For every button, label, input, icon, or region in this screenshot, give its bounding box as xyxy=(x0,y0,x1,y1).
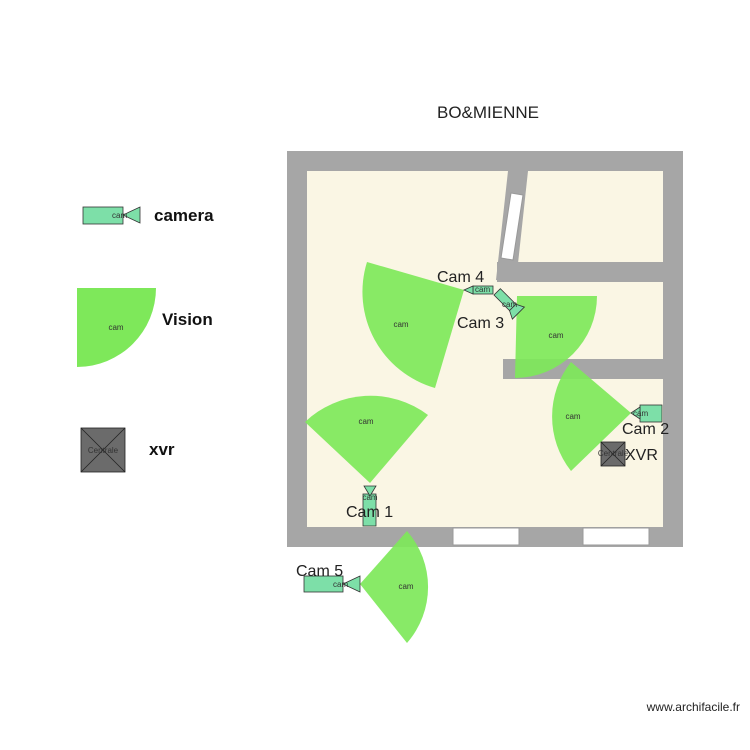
camera-symbol-text: cam xyxy=(633,409,648,418)
camera-symbol-text: cam xyxy=(333,580,348,589)
camera-cam-4[interactable]: cam xyxy=(463,285,494,295)
camera-cam-5[interactable]: cam xyxy=(303,575,361,593)
vision-cones: cam cam cam cam cam xyxy=(305,262,631,643)
vision-label: cam xyxy=(548,331,563,340)
xvr-symbol-text: Centrale xyxy=(598,449,629,458)
vision-label: cam xyxy=(565,412,580,421)
legend-vision-symbol xyxy=(77,288,156,367)
vision-cone-cam-5 xyxy=(360,531,429,643)
legend-symbol-text: cam xyxy=(108,323,123,332)
window xyxy=(582,527,650,546)
xvr-cross xyxy=(600,441,626,467)
building xyxy=(287,151,683,547)
xvr-cross xyxy=(80,427,126,473)
legend-vision-label: Vision xyxy=(162,310,213,329)
camera-label-cam-4: Cam 4 xyxy=(437,269,484,286)
vision-label: cam xyxy=(358,417,373,426)
camera-label-cam-3: Cam 3 xyxy=(457,315,504,332)
vision-cone-cam-3 xyxy=(515,296,597,378)
legend-xvr-label: xvr xyxy=(149,440,175,459)
camera-symbol-text: cam xyxy=(502,300,517,309)
camera-lens xyxy=(463,285,474,295)
camera-label-cam-1: Cam 1 xyxy=(346,504,393,521)
vision-cone-cam-1 xyxy=(305,395,428,483)
legend-camera-label: camera xyxy=(154,206,214,225)
plan-title: BO&MIENNE xyxy=(437,103,539,122)
door xyxy=(500,192,524,261)
interior-wall xyxy=(497,262,663,282)
camera-lens xyxy=(509,303,526,320)
camera-lens xyxy=(363,485,377,497)
watermark[interactable]: www.archifacile.fr xyxy=(646,700,740,714)
vision-label: cam xyxy=(393,320,408,329)
legend-symbol-text: cam xyxy=(112,211,127,220)
camera-label-cam-2: Cam 2 xyxy=(622,421,669,438)
legend: cam camera cam Vision Centrale xvr xyxy=(77,206,214,473)
xvr-label: XVR xyxy=(625,447,658,464)
xvr-box[interactable]: Centrale xyxy=(598,441,629,467)
camera-lens xyxy=(122,206,141,224)
legend-camera-symbol: cam xyxy=(82,206,141,225)
window xyxy=(452,527,520,546)
camera-lens xyxy=(630,406,641,420)
legend-symbol-text: Centrale xyxy=(88,446,119,455)
camera-label-cam-5: Cam 5 xyxy=(296,563,343,580)
vision-cone-cam-4 xyxy=(362,262,464,388)
camera-cam-3[interactable] xyxy=(491,286,526,320)
camera-body xyxy=(82,206,124,225)
camera-lens xyxy=(342,575,361,593)
vision-label: cam xyxy=(398,582,413,591)
vision-cone-cam-2 xyxy=(552,362,631,471)
camera-symbol-text: cam xyxy=(475,285,490,294)
camera-symbol-text: cam xyxy=(362,493,377,502)
legend-xvr-symbol: Centrale xyxy=(80,427,126,473)
camera-cam-2[interactable]: cam xyxy=(630,404,663,423)
camera-cam-1[interactable]: cam xyxy=(362,485,378,527)
